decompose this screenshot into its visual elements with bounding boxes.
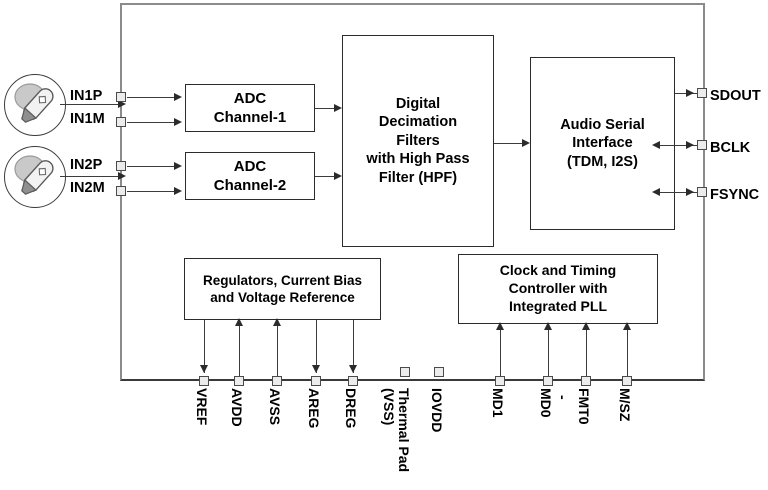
wire-adc2-ddf xyxy=(315,176,335,177)
wire-dreg-arrow xyxy=(348,365,357,373)
pin-label-avss: AVSS xyxy=(267,388,283,426)
wire-in1p-adc1 xyxy=(127,97,175,98)
pin-pad-fsync[interactable] xyxy=(697,187,707,197)
wire-in2m-adc2-arrow xyxy=(174,186,182,195)
pin-pad-fmt0[interactable] xyxy=(581,376,591,386)
pin-pad-md0[interactable] xyxy=(543,376,553,386)
pin-pad-areg[interactable] xyxy=(311,376,321,386)
pin-label-avdd: AVDD xyxy=(229,388,245,427)
pin-pad-vref[interactable] xyxy=(199,376,209,386)
wire-ddf-asi-arrow xyxy=(522,138,530,147)
wire-adc1-ddf-arrow xyxy=(334,103,342,112)
pin-label-thermal-pad: Thermal Pad xyxy=(396,388,412,473)
pin-label-iovdd: IOVDD xyxy=(429,388,445,433)
pin-label-sdout: SDOUT xyxy=(710,88,761,104)
wire-adc1-ddf xyxy=(315,108,335,109)
pin-pad-dreg[interactable] xyxy=(348,376,358,386)
pin-label-dreg: DREG xyxy=(343,388,359,429)
microphone-icon-2 xyxy=(4,146,66,208)
wire-dreg xyxy=(353,320,354,373)
pin-label-thermal-pad-sub: (VSS) xyxy=(381,388,397,426)
wire-bclk-arrow-out xyxy=(686,140,694,149)
pin-pad-avss[interactable] xyxy=(272,376,282,386)
wire-in1p-adc1-arrow xyxy=(174,92,182,101)
pin-label-md0: MD0 xyxy=(538,388,554,418)
wire-fmt0 xyxy=(586,326,587,376)
pin-pad-msz[interactable] xyxy=(622,376,632,386)
wire-in2m-adc2 xyxy=(127,191,175,192)
pin-label-areg: AREG xyxy=(306,388,322,429)
pin-pad-md1[interactable] xyxy=(495,376,505,386)
block-audio-serial-interface: Audio Serial Interface (TDM, I2S) xyxy=(530,57,675,230)
pin-pad-in1m[interactable] xyxy=(116,117,126,127)
wire-avss-arrow xyxy=(272,318,281,326)
pin-label-in1p: IN1P xyxy=(70,88,103,104)
microphone-icon-1 xyxy=(4,74,66,136)
pin-label-fsync: FSYNC xyxy=(710,187,760,203)
wire-avdd-arrow xyxy=(234,318,243,326)
pin-pad-in2p[interactable] xyxy=(116,161,126,171)
pin-pad-iovdd[interactable] xyxy=(434,367,444,377)
wire-fmt0-arrow xyxy=(581,322,590,330)
pin-pad-avdd[interactable] xyxy=(234,376,244,386)
mic1-wire-arrow xyxy=(118,99,126,108)
pin-pad-bclk[interactable] xyxy=(697,140,707,150)
pin-label-separator: - xyxy=(555,395,571,400)
block-regulators-current-bias: Regulators, Current Bias and Voltage Ref… xyxy=(184,258,381,320)
pin-label-in2p: IN2P xyxy=(70,157,103,173)
pin-label-fmt0: FMT0 xyxy=(576,388,592,425)
wire-in2p-adc2-arrow xyxy=(174,161,182,170)
mic1-wire xyxy=(60,104,120,105)
wire-in1m-adc1-arrow xyxy=(174,117,182,126)
wire-areg xyxy=(316,320,317,373)
wire-vref-arrow xyxy=(199,365,208,373)
wire-md1 xyxy=(500,326,501,376)
wire-areg-arrow xyxy=(311,365,320,373)
block-adc-channel-2: ADC Channel-2 xyxy=(185,152,315,200)
wire-avdd xyxy=(239,322,240,376)
wire-ddf-asi xyxy=(494,143,524,144)
pin-pad-in1p[interactable] xyxy=(116,92,126,102)
mic2-wire-arrow xyxy=(118,171,126,180)
pin-pad-thermal-pad[interactable] xyxy=(400,367,410,377)
wire-bclk xyxy=(654,145,699,146)
wire-bclk-arrow-in xyxy=(652,140,660,149)
wire-vref xyxy=(204,320,205,373)
wire-md0-arrow xyxy=(543,322,552,330)
wire-md0 xyxy=(548,326,549,376)
mic2-wire xyxy=(60,176,120,177)
wire-avss xyxy=(277,322,278,376)
wire-fsync-arrow-out xyxy=(686,187,694,196)
wire-in1m-adc1 xyxy=(127,122,175,123)
pin-label-md1: MD1 xyxy=(490,388,506,418)
wire-md1-arrow xyxy=(495,322,504,330)
wire-adc2-ddf-arrow xyxy=(334,171,342,180)
wire-fsync-arrow-in xyxy=(652,187,660,196)
pin-label-vref: VREF xyxy=(194,388,210,426)
wire-sdout-arrow-out xyxy=(686,88,694,97)
pin-pad-sdout[interactable] xyxy=(697,88,707,98)
wire-fsync xyxy=(654,192,699,193)
pin-pad-in2m[interactable] xyxy=(116,186,126,196)
wire-in2p-adc2 xyxy=(127,166,175,167)
block-adc-channel-1: ADC Channel-1 xyxy=(185,84,315,132)
pin-label-bclk: BCLK xyxy=(710,140,751,156)
block-clock-timing-controller: Clock and Timing Controller with Integra… xyxy=(458,254,658,324)
pin-label-msz: M/SZ xyxy=(617,388,633,422)
block-digital-decimation-filters: Digital Decimation Filters with High Pas… xyxy=(342,35,494,247)
pin-label-in2m: IN2M xyxy=(70,180,105,196)
wire-msz xyxy=(627,326,628,376)
wire-msz-arrow xyxy=(622,322,631,330)
pin-label-in1m: IN1M xyxy=(70,111,105,127)
